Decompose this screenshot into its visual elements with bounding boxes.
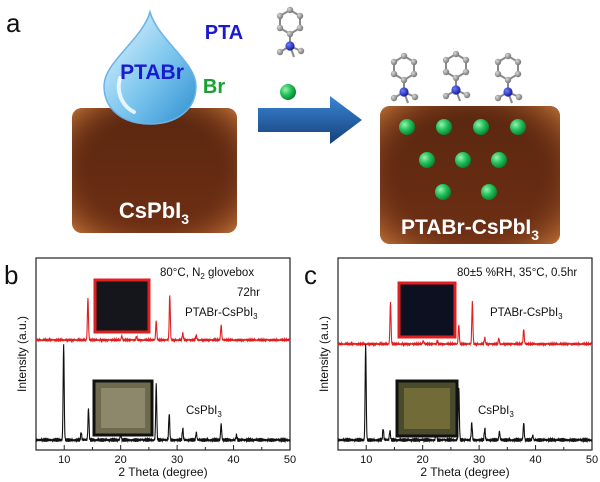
- br-sphere-icon: [510, 119, 526, 135]
- chart-c-traces: [337, 301, 593, 444]
- x-tick-label: 20: [417, 454, 429, 466]
- xrd-trace-cspbi3: [337, 344, 593, 444]
- x-tick-label: 30: [473, 454, 485, 466]
- br-sphere-icon: [481, 184, 497, 200]
- cspbi3-block-label: CsPbI3: [119, 198, 189, 227]
- x-tick-label: 30: [171, 454, 183, 466]
- chart-c-ticks: 10 20 30 40 50: [360, 445, 598, 466]
- chart-c-top-label: PTABr-CsPbI3: [490, 307, 563, 321]
- ptabr-film-photo: [93, 278, 151, 334]
- chart-b-condition: 80°C, N2 glovebox: [160, 267, 254, 281]
- cspbi3-film-texture: [101, 388, 145, 428]
- chart-c-ylabel: Intensity (a.u.): [317, 316, 331, 392]
- xrd-trace-ptabr-cspbi3: [337, 301, 593, 348]
- panel-b: b 10 20 30 40 50 2 Theta (degree) Intensity …: [4, 257, 296, 479]
- panel-c: c 10 20 30 40 50 2 Theta (degree) Intensity …: [304, 257, 598, 479]
- chart-b-time: 72hr: [237, 287, 260, 299]
- chart-b-xlabel: 2 Theta (degree): [118, 465, 207, 479]
- chart-c-bottom-label: CsPbI3: [478, 405, 514, 419]
- ptabr-label: PTABr: [120, 61, 184, 84]
- br-sphere-icon: [399, 119, 415, 135]
- panel-a: a CsPbI3 PTABr PTA Br: [6, 5, 560, 244]
- water-drop-icon: [103, 9, 197, 125]
- pta-molecule-icon: [389, 51, 420, 104]
- chart-b-bottom-label: CsPbI3: [186, 405, 222, 419]
- chart-b-ticks: 10 20 30 40 50: [58, 445, 296, 466]
- chart-c-condition: 80±5 %RH, 35°C, 0.5hr: [457, 267, 577, 279]
- x-tick-label: 40: [529, 454, 541, 466]
- chart-b-traces: [35, 295, 291, 444]
- ptabr-film-photo: [397, 281, 457, 339]
- br-sphere-icon: [280, 84, 296, 100]
- pta-label: PTA: [205, 22, 244, 44]
- chart-b-top-label: PTABr-CsPbI3: [185, 307, 258, 321]
- panel-c-letter: c: [304, 260, 317, 290]
- br-sphere-grid: [399, 119, 526, 200]
- pta-molecule-icon: [493, 51, 524, 104]
- chart-b-frame: [35, 257, 291, 451]
- ptabr-cspbi3-block-label: PTABr-CsPbI3: [401, 216, 539, 243]
- x-tick-label: 10: [58, 454, 70, 466]
- x-tick-label: 20: [115, 454, 127, 466]
- chart-c-frame: [337, 257, 593, 451]
- x-tick-label: 10: [360, 454, 372, 466]
- br-sphere-icon: [455, 152, 471, 168]
- cspbi3-block-glow: [72, 108, 237, 233]
- drop-highlight: [116, 76, 136, 114]
- pta-molecule-icon: [441, 49, 472, 102]
- panel-a-letter: a: [6, 8, 21, 38]
- br-label: Br: [203, 76, 225, 98]
- xrd-trace-cspbi3: [35, 344, 291, 444]
- pta-molecule-icon: [275, 5, 306, 58]
- reaction-arrow-icon: [258, 96, 362, 144]
- panel-b-letter: b: [4, 260, 18, 290]
- br-sphere-icon: [419, 152, 435, 168]
- x-tick-label: 50: [284, 454, 296, 466]
- x-tick-label: 40: [227, 454, 239, 466]
- br-sphere-icon: [473, 119, 489, 135]
- cspbi3-film-texture: [404, 388, 450, 429]
- br-sphere-icon: [435, 184, 451, 200]
- ptabr-cspbi3-block-glow: [380, 106, 560, 244]
- chart-b-ylabel: Intensity (a.u.): [15, 316, 29, 392]
- x-tick-label: 50: [586, 454, 598, 466]
- xrd-trace-ptabr-cspbi3: [35, 295, 291, 344]
- br-sphere-icon: [436, 119, 452, 135]
- chart-c-xlabel: 2 Theta (degree): [420, 465, 509, 479]
- br-sphere-icon: [491, 152, 507, 168]
